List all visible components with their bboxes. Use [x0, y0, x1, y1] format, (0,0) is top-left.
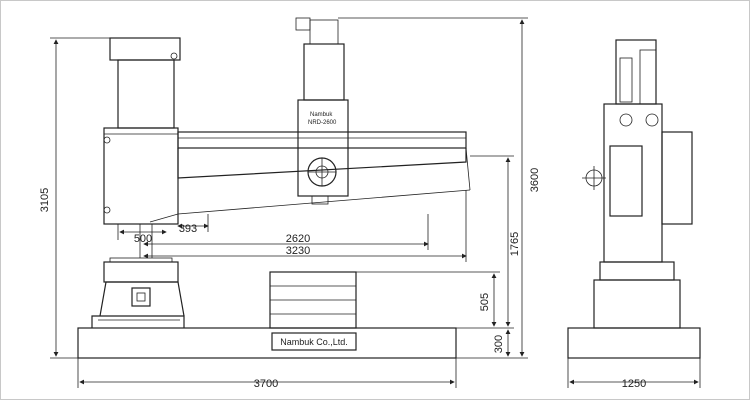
dim-1250: 1250: [622, 378, 646, 390]
side-view: [567, 39, 701, 359]
work-table: [269, 271, 357, 329]
name-plate: [271, 332, 357, 351]
dim-300: 300: [493, 335, 505, 353]
dim-3105: 3105: [39, 188, 51, 212]
dim-3230: 3230: [286, 245, 310, 257]
name-plate-text: Nambuk Co.,Ltd.: [280, 337, 348, 347]
head-model: NRD-2600: [308, 120, 337, 126]
dim-2620: 2620: [286, 233, 310, 245]
dim-393: 393: [179, 223, 197, 235]
column-foot: [91, 315, 185, 328]
motor-box: [131, 287, 151, 307]
head-motor: [303, 43, 345, 101]
dimension-lines: [50, 17, 701, 388]
dimension-labels: 3105 3600 1765 505 300 500 393 2620 3230…: [39, 168, 646, 390]
column-cap: [109, 37, 181, 61]
front-view: Nambuk Co.,Ltd. Nambuk NRD-2600: [77, 17, 471, 359]
dim-505: 505: [479, 293, 491, 311]
base: [77, 327, 457, 359]
side-base: [567, 327, 701, 359]
column-sleeve: [103, 127, 179, 225]
column-upper: [117, 59, 175, 129]
dim-3700: 3700: [254, 378, 278, 390]
dim-1765: 1765: [509, 232, 521, 256]
head-logo: Nambuk: [310, 112, 333, 118]
dim-500: 500: [134, 233, 152, 245]
side-arm: [661, 131, 693, 225]
side-column: [603, 103, 663, 263]
radial-arm: [177, 131, 467, 149]
dim-3600: 3600: [529, 168, 541, 192]
